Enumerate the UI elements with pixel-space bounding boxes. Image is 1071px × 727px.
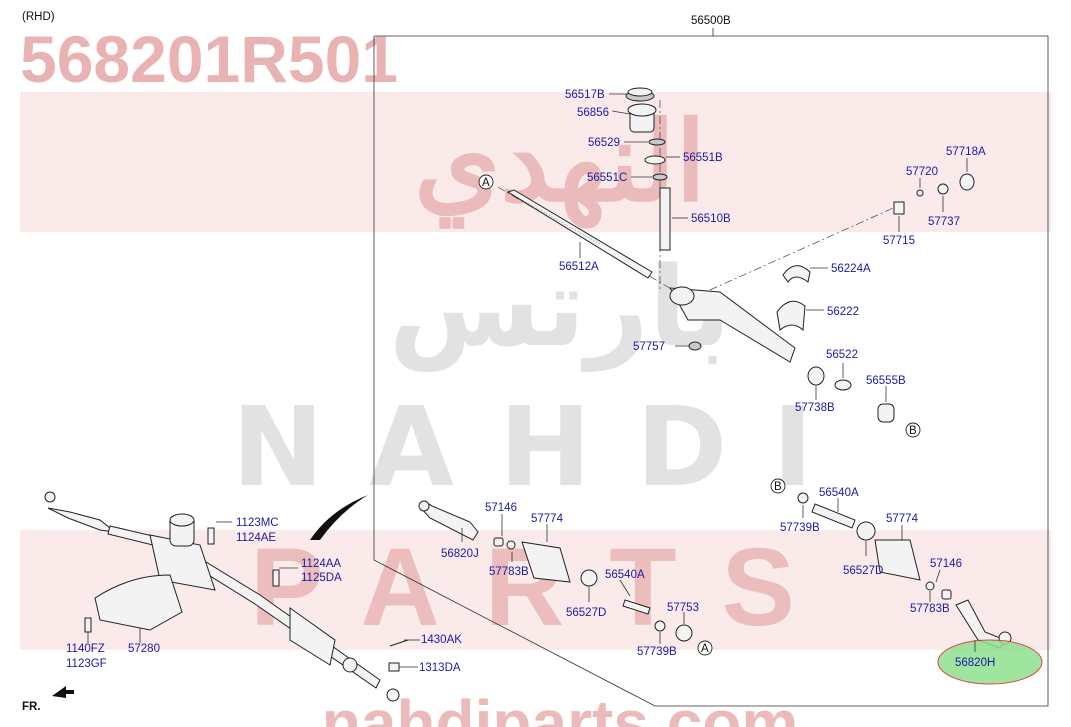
label-56527D-left[interactable]: 56527D [566, 607, 606, 619]
label-56224A[interactable]: 56224A [831, 263, 871, 275]
label-57718A[interactable]: 57718A [946, 146, 986, 158]
label-56551B[interactable]: 56551B [683, 152, 723, 164]
ref-marker-a-top: A [482, 177, 490, 189]
label-56222[interactable]: 56222 [827, 306, 859, 318]
watermark-site: nahdiparts.com [322, 687, 799, 727]
label-56540A-right[interactable]: 56540A [819, 487, 859, 499]
front-label: FR. [22, 701, 41, 713]
label-57753[interactable]: 57753 [667, 602, 699, 614]
reference-markers: A B B A [478, 174, 921, 656]
watermark: النهدي بارتس NAHDI PARTS nahdiparts.com [20, 92, 1051, 727]
label-56856[interactable]: 56856 [577, 107, 609, 119]
ref-marker-a-low: A [701, 643, 709, 655]
label-1140FZ[interactable]: 1140FZ [66, 643, 105, 655]
label-1125DA[interactable]: 1125DA [301, 572, 342, 584]
label-57738B[interactable]: 57738B [795, 402, 835, 414]
front-direction-indicator: FR. [22, 686, 74, 713]
label-57280[interactable]: 57280 [128, 643, 160, 655]
label-56820H[interactable]: 56820H [955, 657, 995, 669]
label-57146-left[interactable]: 57146 [485, 502, 517, 514]
label-57739B-left[interactable]: 57739B [637, 646, 677, 658]
label-57720[interactable]: 57720 [906, 166, 938, 178]
label-57757[interactable]: 57757 [633, 341, 665, 353]
label-56820J[interactable]: 56820J [441, 548, 479, 560]
leader-lines [87, 93, 976, 668]
front-arrow-icon [52, 686, 74, 698]
variant-label: (RHD) [22, 11, 55, 23]
label-1430AK[interactable]: 1430AK [421, 634, 462, 646]
label-1313DA[interactable]: 1313DA [419, 662, 461, 674]
ref-marker-b-low: B [774, 481, 782, 493]
label-56527D-right[interactable]: 56527D [843, 565, 883, 577]
left-parts [418, 500, 693, 642]
watermark-arabic-1: النهدي [414, 101, 706, 229]
assembly-frame: 56500B [373, 15, 1049, 707]
upper-assembly [497, 87, 975, 423]
label-57146-right[interactable]: 57146 [930, 558, 962, 570]
part-labels: 56517B 56856 56529 56551B 56551C 56510B … [66, 89, 995, 674]
label-56551C[interactable]: 56551C [587, 172, 627, 184]
part-number-watermark: 568201R501 [20, 22, 398, 96]
label-56522[interactable]: 56522 [826, 349, 858, 361]
label-1123GF[interactable]: 1123GF [66, 658, 107, 670]
label-1124AA[interactable]: 1124AA [301, 558, 341, 570]
label-56517B[interactable]: 56517B [565, 89, 605, 101]
label-57715[interactable]: 57715 [883, 235, 915, 247]
label-1124AE[interactable]: 1124AE [236, 532, 276, 544]
watermark-arabic-2: بارتس [389, 243, 732, 372]
label-57774-right[interactable]: 57774 [886, 513, 919, 525]
label-57783B-right[interactable]: 57783B [910, 603, 950, 615]
assembly-label: 56500B [691, 15, 731, 27]
watermark-word-2: PARTS [250, 526, 840, 649]
label-57739B-right[interactable]: 57739B [780, 522, 820, 534]
label-56555B[interactable]: 56555B [866, 375, 906, 387]
highlight-56820H [937, 639, 1043, 685]
label-57737[interactable]: 57737 [928, 216, 960, 228]
label-56540A-left[interactable]: 56540A [605, 569, 645, 581]
lower-left-assembly [44, 491, 409, 702]
watermark-word-1: NAHDI [232, 383, 859, 511]
label-57774-left[interactable]: 57774 [531, 513, 564, 525]
label-56512A[interactable]: 56512A [559, 261, 599, 273]
label-56510B[interactable]: 56510B [691, 213, 731, 225]
label-1123MC[interactable]: 1123MC [236, 517, 279, 529]
label-57783B-left[interactable]: 57783B [489, 566, 529, 578]
right-parts [797, 492, 1043, 685]
label-56529[interactable]: 56529 [588, 137, 620, 149]
ref-marker-b-mid: B [909, 425, 917, 437]
